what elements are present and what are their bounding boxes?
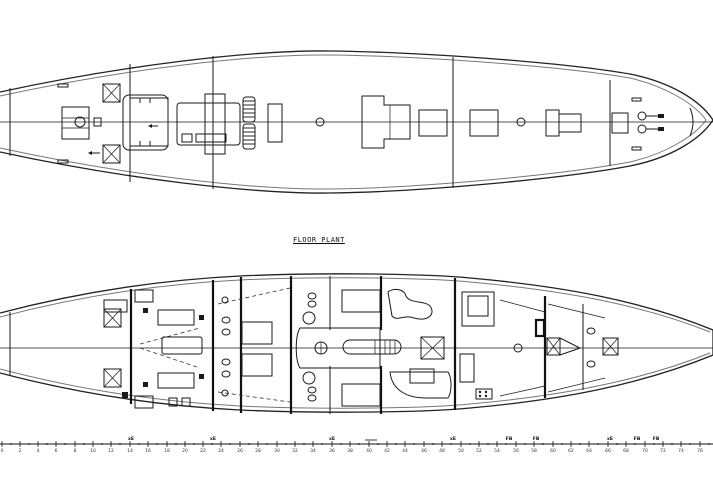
mast-icon: [315, 117, 325, 127]
frame-tick-label: 28: [255, 449, 261, 454]
frame-tick-label: 38: [347, 449, 353, 454]
hatch-icon: [602, 337, 619, 356]
frame-tick-label: 36: [329, 449, 335, 454]
hatch-icon: [420, 336, 445, 360]
frame-tick-label: 42: [384, 449, 390, 454]
frame-tick-label: 30: [274, 449, 280, 454]
frame-tick-label: 60: [550, 449, 556, 454]
hatch-icon: [103, 308, 122, 328]
deck-hull-outline: [0, 50, 713, 194]
hatch-icon: [102, 144, 121, 164]
frame-tick-label: 2: [18, 449, 22, 454]
frame-tick-label: 68: [623, 449, 629, 454]
mast-icon: [314, 341, 328, 355]
frame-tick-label: 14: [127, 449, 133, 454]
frame-tick-label: 52: [476, 449, 482, 454]
frame-tick-label: 24: [218, 449, 224, 454]
frame-marker-label: FB: [652, 437, 660, 442]
frame-tick-label: 34: [310, 449, 316, 454]
floor-plan-title: FLOOR PLANT: [293, 236, 345, 244]
frame-tick-label: 64: [586, 449, 592, 454]
frame-tick-label: 66: [605, 449, 611, 454]
frame-tick-label: 6: [54, 449, 58, 454]
frame-tick-label: 44: [402, 449, 408, 454]
frame-tick-label: 76: [697, 449, 703, 454]
frame-marker-label: xE: [329, 437, 335, 442]
skylight: [361, 95, 411, 149]
floor-plan: [0, 273, 713, 414]
frame-tick-label: 4: [36, 449, 40, 454]
frame-marker-label: xE: [450, 437, 456, 442]
frame-marker-label: FB: [633, 437, 641, 442]
frame-tick-label: 20: [182, 449, 188, 454]
frame-tick-label: 12: [108, 449, 114, 454]
frame-marker-label: xE: [210, 437, 216, 442]
frame-marker-label: FB: [505, 437, 513, 442]
anchor-windlass-icon: [637, 111, 664, 134]
hatch-icon: [102, 83, 121, 103]
frame-tick-label: 46: [421, 449, 427, 454]
frame-marker-label: FB: [532, 437, 540, 442]
mast-icon: [516, 117, 526, 127]
hatch-icon: [103, 368, 122, 388]
frame-tick-label: 50: [458, 449, 464, 454]
saloon-sofa: [387, 288, 433, 320]
frame-tick-label: 16: [145, 449, 151, 454]
frame-marker-label: xE: [128, 437, 134, 442]
frame-tick-label: 22: [200, 449, 206, 454]
frame-tick-label: 74: [678, 449, 684, 454]
frame-tick-label: 10: [90, 449, 96, 454]
frame-tick-label: 0: [0, 449, 4, 454]
frame-ruler: [0, 439, 713, 447]
galley: [461, 291, 495, 327]
frame-tick-label: 70: [642, 449, 648, 454]
frame-tick-label: 40: [366, 449, 372, 454]
frame-tick-label: 62: [568, 449, 574, 454]
frame-tick-label: 56: [513, 449, 519, 454]
frame-tick-label: 54: [494, 449, 500, 454]
frame-tick-label: 32: [292, 449, 298, 454]
frame-tick-label: 8: [73, 449, 77, 454]
frame-tick-label: 72: [660, 449, 666, 454]
frame-marker-label: xE: [607, 437, 613, 442]
deckhouse: [176, 102, 241, 146]
frame-tick-label: 58: [531, 449, 537, 454]
staircase: [342, 339, 402, 355]
frame-tick-label: 18: [164, 449, 170, 454]
deck-plan: [0, 50, 713, 194]
frame-tick-label: 48: [439, 449, 445, 454]
helm-station: [61, 106, 90, 140]
central-lobby: [295, 327, 381, 369]
frame-tick-label: 26: [237, 449, 243, 454]
cabin-aft: [217, 287, 291, 403]
